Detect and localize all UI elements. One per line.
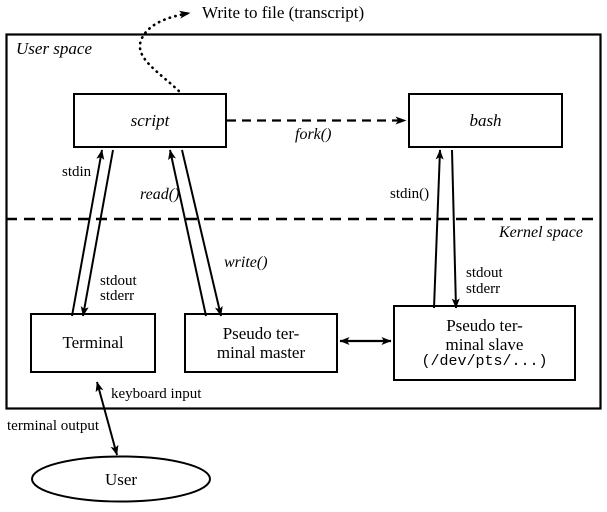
stdout-right-label: stdout xyxy=(466,265,503,281)
pty-slave-box-label: Pseudo ter- minal slave (/dev/pts/...) xyxy=(394,306,575,380)
pty-slave-line-2: minal slave xyxy=(445,334,524,354)
stdout-stderr-arrow-script-to-terminal xyxy=(80,149,114,317)
transcript-note: Write to file (transcript) xyxy=(202,3,365,22)
pty-master-line-2: minal master xyxy=(216,343,306,362)
user-ellipse[interactable] xyxy=(31,455,211,503)
user-space-frame xyxy=(5,33,602,410)
user-terminal-arrow xyxy=(95,381,119,456)
fork-label: fork() xyxy=(295,126,332,143)
transcript-curve xyxy=(138,10,192,97)
bash-box-label: bash xyxy=(469,110,502,130)
read-label: read() xyxy=(140,186,180,203)
stdin-arrow-slave-to-bash xyxy=(433,149,444,309)
pty-master-box[interactable] xyxy=(184,313,338,373)
bash-box[interactable] xyxy=(408,93,563,148)
pty-master-box-label: Pseudo ter- minal master xyxy=(185,314,337,372)
script-box[interactable] xyxy=(73,93,227,148)
user-space-label: User space xyxy=(16,39,93,58)
pty-slave-device-path: (/dev/pts/...) xyxy=(421,352,548,370)
stderr-right-label: stderr xyxy=(466,281,501,297)
stdin-arrow-terminal-to-script xyxy=(71,149,105,317)
pty-slave-box[interactable] xyxy=(393,305,576,381)
stdin-left-label: stdin xyxy=(62,164,92,180)
terminal-output-label: terminal output xyxy=(7,418,100,434)
pty-master-line-1: Pseudo ter- xyxy=(222,323,300,343)
stdout-stderr-arrow-bash-to-slave xyxy=(451,149,460,309)
write-label: write() xyxy=(224,254,268,271)
terminal-box[interactable] xyxy=(30,313,156,373)
stderr-left-label: stderr xyxy=(100,288,135,304)
read-arrow-master-to-script xyxy=(168,149,207,317)
pty-slave-line-1: Pseudo ter- xyxy=(446,315,523,335)
keyboard-input-label: keyboard input xyxy=(111,386,202,402)
user-ellipse-label: User xyxy=(104,469,138,489)
script-box-label: script xyxy=(130,110,170,130)
stdin-right-label: stdin() xyxy=(390,186,430,202)
stdout-left-label: stdout xyxy=(100,273,137,289)
write-arrow-script-to-master xyxy=(181,149,223,317)
terminal-box-label: Terminal xyxy=(62,333,124,353)
kernel-space-label: Kernel space xyxy=(499,224,583,241)
